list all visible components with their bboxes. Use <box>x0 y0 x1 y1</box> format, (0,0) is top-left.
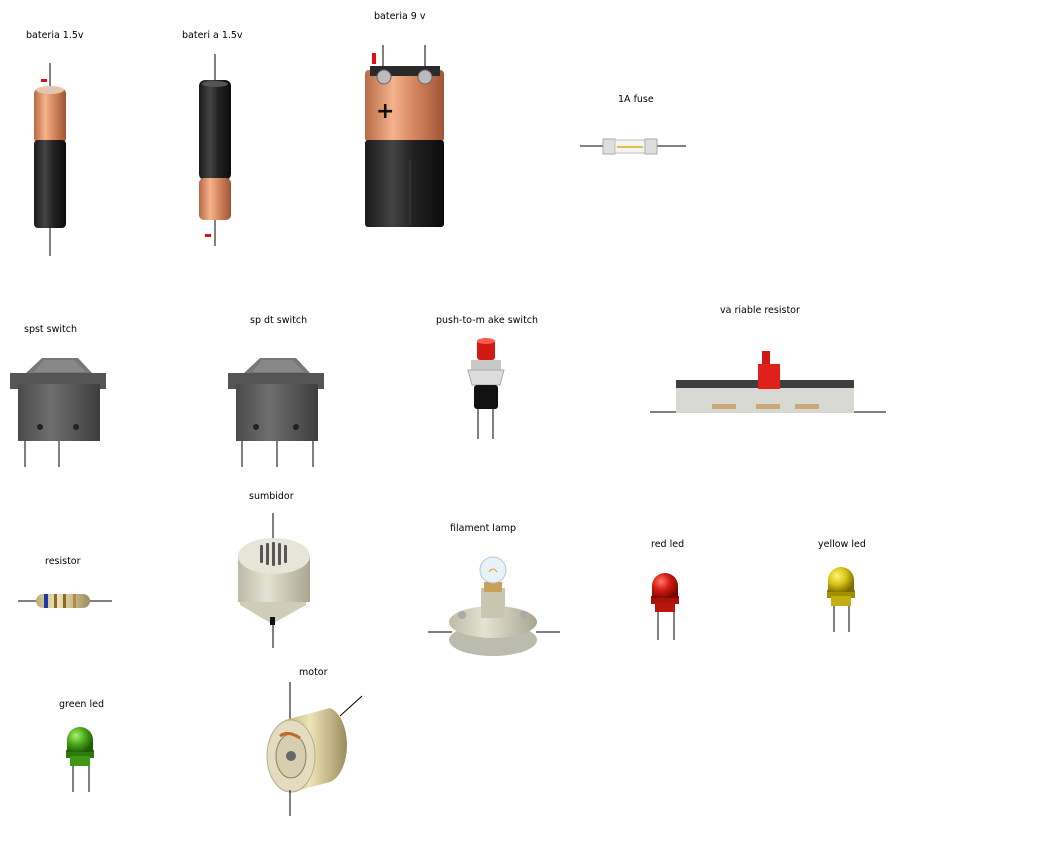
buzzer-icon <box>238 513 310 648</box>
led-icon <box>66 727 94 792</box>
rocker-switch-icon <box>10 358 106 467</box>
svg-text:+: + <box>376 99 394 124</box>
led-icon <box>651 573 679 640</box>
label-red-led: red led <box>651 539 685 550</box>
label-fuse: 1A fuse <box>618 94 654 105</box>
label-green-led: green led <box>59 699 104 710</box>
label-battery-aa-2: bateri a 1.5v <box>182 30 243 41</box>
label-battery-9v: bateria 9 v <box>374 11 426 22</box>
dc-motor-icon <box>266 682 363 816</box>
label-spst-switch: spst switch <box>24 324 78 335</box>
fuse-icon <box>580 138 686 155</box>
label-filament-lamp: filament lamp <box>450 523 517 534</box>
led-icon <box>827 567 855 632</box>
label-variable-resistor: va riable resistor <box>720 305 800 316</box>
label-resistor: resistor <box>45 556 81 567</box>
aa-battery-up-icon <box>34 63 66 256</box>
lamp-icon <box>428 556 560 656</box>
aa-battery-down-icon <box>199 54 231 246</box>
9v-battery-icon: + <box>365 45 444 227</box>
resistor-icon <box>18 594 112 608</box>
push-button-icon <box>467 338 505 439</box>
label-push-switch: push-to-m ake switch <box>436 315 539 326</box>
label-battery-aa-1: bateria 1.5v <box>26 30 84 41</box>
slide-potentiometer-icon <box>650 351 886 413</box>
label-spdt-switch: sp dt switch <box>250 315 308 326</box>
label-motor: motor <box>299 667 328 678</box>
rocker-switch-3pin-icon <box>228 358 324 467</box>
label-yellow-led: yellow led <box>818 539 866 550</box>
label-buzzer: sumbidor <box>249 491 294 502</box>
